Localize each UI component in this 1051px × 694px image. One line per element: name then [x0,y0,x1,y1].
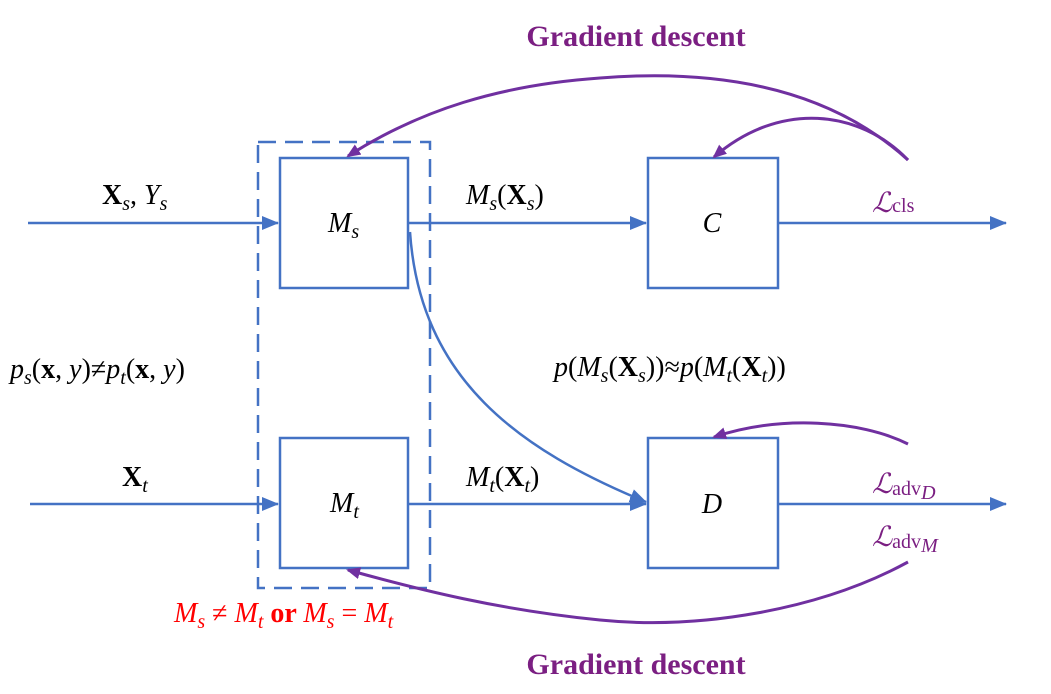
gradient-arrow-to-target-encoder [346,560,909,625]
encoder-adversarial-loss-label: ℒadvM [872,522,939,557]
distribution-shift-note: ps(x, y)≠pt(x, y) [8,354,185,389]
gradient-arrow-to-classifier [712,116,910,162]
source-feature-label: Ms(Xs) [465,180,544,215]
gradient-descent-title-top: Gradient descent [526,20,745,53]
classifier-label: C [703,208,722,239]
gradient-descent-title-bottom: Gradient descent [526,648,745,681]
classification-loss-label: ℒcls [872,188,915,219]
discriminator-adversarial-loss-label: ℒadvD [872,469,936,504]
target-input-label: Xt [122,462,148,497]
source-encoder-label: Ms [327,208,359,243]
source-encoder-box [278,156,410,290]
discriminator-box [646,436,780,570]
discriminator-label: D [701,489,722,520]
target-encoder-box [278,436,410,570]
feature-alignment-note: p(Ms(Xs))≈p(Mt(Xt)) [552,352,786,387]
source-to-discriminator-arrow [408,231,647,504]
source-input-label: Xs, Ys [102,180,168,215]
gradient-arrow-to-source-encoder [346,74,910,162]
gradient-arrow-to-discriminator [712,421,909,446]
target-feature-label: Mt(Xt) [465,462,539,497]
target-encoder-label: Mt [329,488,359,523]
weight-sharing-note: Ms ≠ Mt or Ms = Mt [173,598,394,633]
shared-encoder-dashed-box [256,140,432,590]
